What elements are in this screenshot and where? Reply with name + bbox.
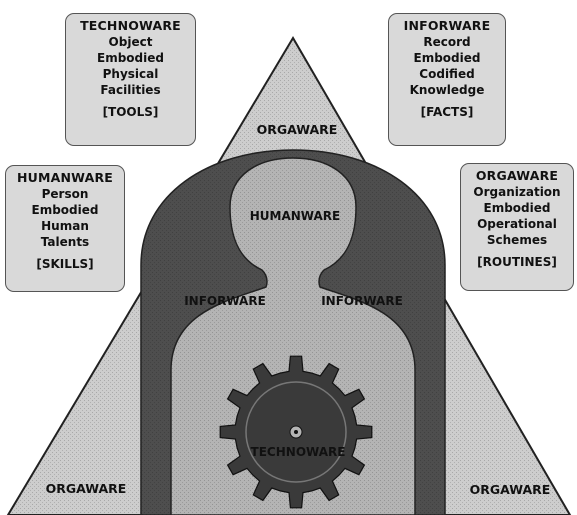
- humanware-tag: [SKILLS]: [6, 256, 124, 272]
- technoware-box-title: TECHNOWARE: [66, 17, 195, 34]
- humanware-box: HUMANWARE Person Embodied Human Talents …: [5, 165, 125, 292]
- inforware-tag: [FACTS]: [389, 104, 505, 120]
- inforware-right-label: INFORWARE: [321, 294, 403, 308]
- humanware-figure-label: HUMANWARE: [250, 209, 340, 223]
- humanware-line: Person: [6, 186, 124, 202]
- orgaware-bottom-left-label: ORGAWARE: [46, 481, 127, 496]
- inforware-box: INFORWARE Record Embodied Codified Knowl…: [388, 13, 506, 146]
- orgaware-line: Schemes: [461, 232, 573, 248]
- orgaware-box: ORGAWARE Organization Embodied Operation…: [460, 163, 574, 291]
- orgaware-tag: [ROUTINES]: [461, 254, 573, 270]
- technoware-tag: [TOOLS]: [66, 104, 195, 120]
- orgaware-top-label: ORGAWARE: [257, 122, 338, 137]
- orgaware-line: Operational: [461, 216, 573, 232]
- technoware-line: Object: [66, 34, 195, 50]
- technoware-line: Facilities: [66, 82, 195, 98]
- technoware-gear-label: TECHNOWARE: [251, 445, 346, 459]
- technoware-line: Physical: [66, 66, 195, 82]
- inforware-line: Codified: [389, 66, 505, 82]
- inforware-box-title: INFORWARE: [389, 17, 505, 34]
- orgaware-box-title: ORGAWARE: [461, 167, 573, 184]
- technoware-line: Embodied: [66, 50, 195, 66]
- humanware-line: Embodied: [6, 202, 124, 218]
- technoware-box: TECHNOWARE Object Embodied Physical Faci…: [65, 13, 196, 146]
- inforware-line: Knowledge: [389, 82, 505, 98]
- orgaware-bottom-right-label: ORGAWARE: [470, 482, 551, 497]
- humanware-box-title: HUMANWARE: [6, 169, 124, 186]
- inforware-line: Embodied: [389, 50, 505, 66]
- humanware-line: Human: [6, 218, 124, 234]
- inforware-left-label: INFORWARE: [184, 294, 266, 308]
- inforware-line: Record: [389, 34, 505, 50]
- orgaware-line: Embodied: [461, 200, 573, 216]
- humanware-line: Talents: [6, 234, 124, 250]
- orgaware-line: Organization: [461, 184, 573, 200]
